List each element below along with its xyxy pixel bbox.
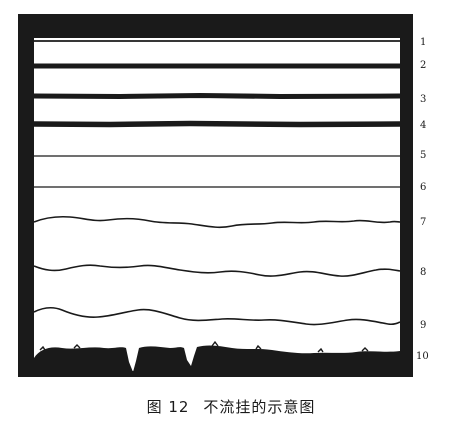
line-10-texture [39, 340, 369, 353]
label-line-8: 8 [420, 267, 426, 278]
line-4 [33, 120, 401, 128]
line-3 [33, 92, 401, 100]
line-7 [33, 215, 401, 229]
label-line-7: 7 [420, 217, 426, 228]
figure-number: 图 12 [146, 398, 190, 416]
label-line-2: 2 [420, 60, 426, 71]
figure-title: 不流挂的示意图 [203, 398, 316, 416]
label-line-4: 4 [420, 120, 426, 131]
line-labels: 1 2 3 4 5 6 7 8 9 10 [416, 37, 429, 362]
line-8 [33, 264, 401, 277]
label-line-10: 10 [416, 351, 429, 362]
label-line-3: 3 [420, 94, 426, 105]
line-10-sag-mass [34, 345, 400, 372]
label-line-1: 1 [420, 37, 426, 48]
figure-caption: 图 12 不流挂的示意图 [0, 396, 462, 417]
line-9 [33, 307, 401, 326]
label-line-9: 9 [420, 320, 426, 331]
label-line-6: 6 [420, 182, 426, 193]
label-line-5: 5 [420, 150, 426, 161]
